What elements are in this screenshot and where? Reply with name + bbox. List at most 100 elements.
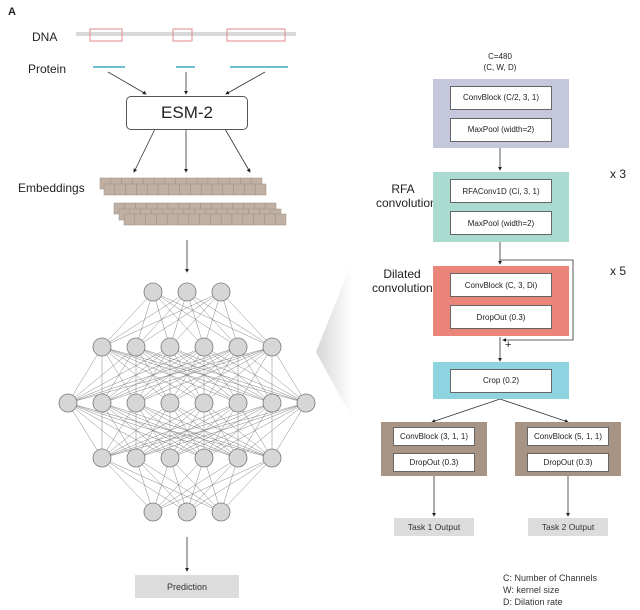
network-node [228,393,248,413]
channel-note: C=480 [488,52,512,61]
embedding-cell [146,183,159,196]
network-edge [101,346,273,404]
network-node [143,282,163,302]
network-edge [237,346,273,404]
block2-item-2: MaxPool (width=2) [450,211,552,235]
protein-label: Protein [28,62,67,76]
network-edge [169,346,273,404]
network-node [262,448,282,468]
dilated-convolution-label: Dilated convolution [372,267,433,295]
dilated-repeat-label: x 5 [610,264,627,278]
task2-output-box: Task 2 Output [528,518,608,536]
embedding-cell [254,183,267,196]
esm-to-embedding-arrows [133,128,251,173]
network-edge [186,457,273,513]
network-edge [67,346,205,404]
param-note: (C, W, D) [483,63,517,72]
network-edge [203,402,307,459]
crop-block: Crop (0.2) [433,362,569,399]
network-edge [101,291,222,348]
architecture-arrows [431,148,574,517]
network-edge [67,346,103,404]
embeddings-label: Embeddings [18,181,85,195]
network-edge [101,457,154,513]
embedding-cell [134,213,146,226]
network-edge [135,457,154,513]
network-node [211,502,231,522]
network-edge [203,291,222,348]
task2-output-label: Task 2 Output [541,522,595,532]
network-node [262,393,282,413]
network-edge [101,291,154,348]
network-edge [220,457,273,513]
prediction-box: Prediction [135,575,239,598]
head1-item-1: ConvBlock (3, 1, 1) [393,426,475,446]
legend-item: D: Dilation rate [503,597,563,607]
embedding-cell [136,183,148,196]
embedding-stack [99,177,287,226]
network-edge [152,457,171,513]
network-edge [237,402,307,459]
embedding-cell [179,183,191,196]
network-edge [67,402,103,459]
embedding-cell [242,213,254,226]
network-node [160,448,180,468]
network-node [126,448,146,468]
network-edge [101,402,239,459]
task1-head-block: ConvBlock (3, 1, 1) DropOut (0.3) [381,422,487,476]
embedding-cell [274,213,287,226]
embedding-cell [188,213,200,226]
embedding-cell [233,183,245,196]
legend-item: W: kernel size [503,585,560,595]
embedding-cell [222,183,234,196]
crop-item: Crop (0.2) [450,368,552,393]
embedding-cell [103,183,116,196]
network-edge [169,291,222,348]
esm2-label: ESM-2 [161,103,213,122]
network-node [228,337,248,357]
rfa-repeat-label: x 3 [610,167,627,181]
embedding-cell [168,183,180,196]
network-edge [135,346,273,404]
network-edge [101,402,171,459]
network-node [194,393,214,413]
rfa-convolution-block: RFAConv1D (Ci, 3, 1) MaxPool (width=2) [433,172,569,242]
network-node [296,393,316,413]
embedding-cell [145,213,157,226]
network-node [194,448,214,468]
network-edge [101,402,205,459]
block1-item-2: MaxPool (width=2) [450,117,552,142]
network-edge [152,457,205,513]
network-node [92,337,112,357]
embedding-cell [253,213,265,226]
network-edge [135,402,307,459]
network-node [160,337,180,357]
network-edge [271,346,307,404]
zoom-wedge [316,262,352,418]
network-edge [271,402,307,459]
embedding-cell [210,213,222,226]
network-edge [101,402,273,459]
embedding-cell [199,213,211,226]
embedding-cell [123,213,136,226]
embedding-cell [211,183,224,196]
task1-output-box: Task 1 Output [394,518,474,536]
dna-label: DNA [32,30,58,44]
network-node [177,502,197,522]
network-edge [67,346,171,404]
network-node [126,337,146,357]
block2-item-1: RFAConv1D (Ci, 3, 1) [450,179,552,203]
network-node [177,282,197,302]
embedding-cell [220,213,233,226]
network-edge [152,457,239,513]
embedding-cell [244,183,256,196]
embedding-cell [190,183,202,196]
network-edge [203,346,273,404]
block3-item-1: ConvBlock (C, 3, Di) [450,273,552,297]
network-edge [220,291,239,348]
network-edge [135,291,222,348]
network-node [211,282,231,302]
task1-output-label: Task 1 Output [407,522,461,532]
embedding-cell [156,213,168,226]
